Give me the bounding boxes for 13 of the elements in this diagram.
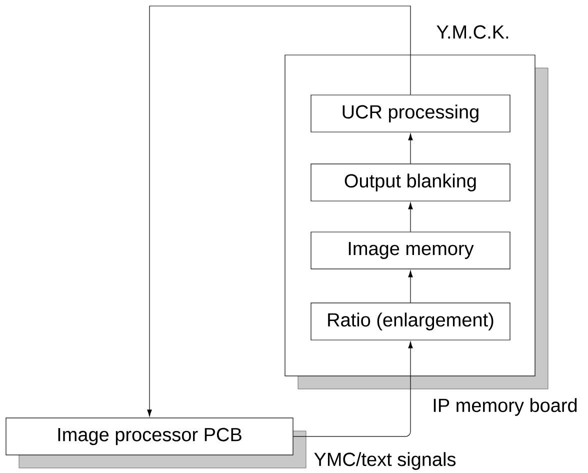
- arrow: [293, 341, 413, 437]
- process-box: Output blanking: [310, 164, 510, 202]
- process-box: Image memory: [310, 232, 510, 270]
- process-box: Ratio (enlargement): [310, 302, 510, 340]
- arrow: [408, 133, 413, 164]
- process-box: UCR processing: [310, 94, 510, 132]
- arrow: [408, 202, 413, 232]
- board-label: IP memory board: [434, 398, 577, 416]
- arrow: [147, 6, 411, 417]
- pcb-box: Image processor PCB: [6, 418, 306, 468]
- edge-label: YMC/text signals: [312, 451, 458, 471]
- edge-label: Y.M.C.K.: [435, 24, 511, 40]
- arrow: [408, 270, 413, 303]
